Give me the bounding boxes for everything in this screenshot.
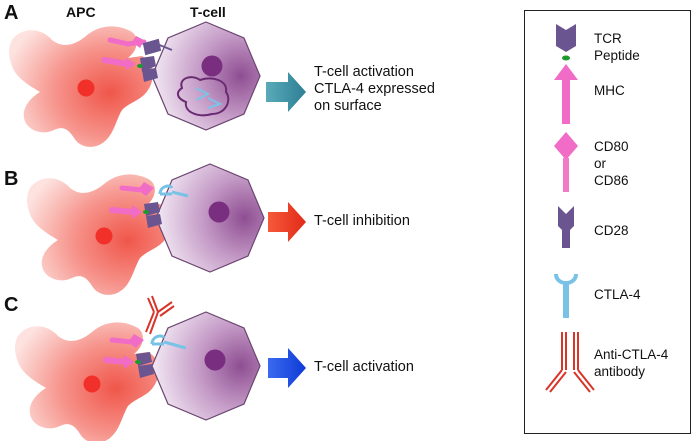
legend-antibody-line-1: Anti-CTLA-4 <box>594 347 669 362</box>
panel-a-tcell <box>151 21 261 131</box>
legend-peptide-label: Peptide <box>594 48 640 63</box>
panel-a-outcome-line-2: CTLA-4 expressed <box>314 81 435 97</box>
arrow-c <box>268 348 306 388</box>
legend-mhc-glyph <box>554 64 578 124</box>
legend-ctla4-label: CTLA-4 <box>594 287 641 302</box>
tcell-header: T-cell <box>190 4 226 20</box>
arrow-a <box>266 72 306 112</box>
panel-b-tcell <box>155 163 265 273</box>
panel-a-outcome-line-1: T-cell activation <box>314 64 414 80</box>
legend-cd80-line-1: CD80 <box>594 139 629 154</box>
apc-header: APC <box>66 4 96 20</box>
legend-cd80-line-2: or <box>594 156 607 171</box>
panel-a-outcome-line-3: on surface <box>314 98 382 114</box>
panel-a-outcome: T-cell activation CTLA-4 expressed on su… <box>314 64 435 115</box>
legend-cd80-line-3: CD86 <box>594 173 629 188</box>
legend-tcr-glyph <box>556 24 576 61</box>
legend-antibody-label: Anti-CTLA-4 antibody <box>594 346 668 380</box>
legend-cd28-label: CD28 <box>594 223 629 238</box>
legend-mhc-label: MHC <box>594 83 625 98</box>
panel-a-receptors <box>101 36 173 82</box>
panel-c-receptors <box>103 295 187 378</box>
legend-cd28-glyph <box>558 206 574 248</box>
panel-letter-b: B <box>4 168 19 190</box>
legend-cd80-label: CD80 or CD86 <box>594 138 629 189</box>
panel-letter-a: A <box>4 2 19 24</box>
legend-antibody-glyph <box>545 332 595 393</box>
legend-tcr-label: TCR <box>594 31 622 46</box>
arrow-b <box>268 202 306 242</box>
legend-antibody-line-2: antibody <box>594 364 646 379</box>
legend-cd80-glyph <box>554 132 578 192</box>
legend <box>524 10 691 434</box>
panel-b-receptors <box>109 182 189 228</box>
panel-c-outcome: T-cell activation <box>314 359 414 375</box>
legend-ctla4-glyph <box>554 273 578 318</box>
panel-c-tcell <box>151 311 261 421</box>
panel-letter-c: C <box>4 294 19 316</box>
panel-b-outcome: T-cell inhibition <box>314 213 410 229</box>
